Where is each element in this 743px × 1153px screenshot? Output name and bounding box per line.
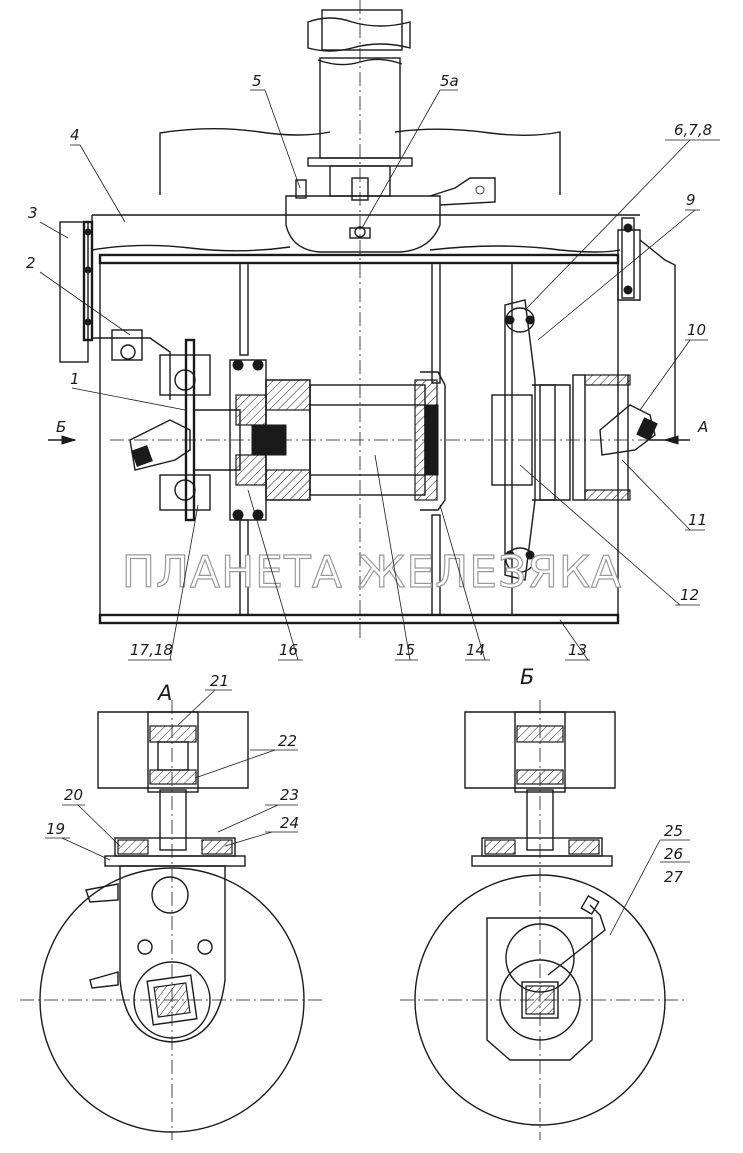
- upper-frame: [159, 128, 561, 195]
- callout-5a: 5а: [440, 72, 459, 90]
- callout-13: 13: [568, 641, 587, 659]
- callout-17-18: 17,18: [130, 641, 173, 659]
- callout-11: 11: [688, 511, 707, 529]
- callout-1: 1: [70, 370, 80, 388]
- coupling-16: [229, 359, 311, 521]
- callout-2: 2: [26, 254, 36, 272]
- callout-15: 15: [396, 641, 415, 659]
- callout-27: 27: [664, 868, 684, 886]
- callout-25: 25: [664, 822, 683, 840]
- top-section-view: А Б: [48, 0, 708, 640]
- view-a: А 21 22 23 24 20 19: [20, 672, 325, 1140]
- hub-5: [285, 177, 496, 253]
- callout-9: 9: [686, 191, 696, 209]
- callout-19: 19: [46, 820, 65, 838]
- arrow-b-label: Б: [56, 418, 66, 436]
- drive-motor-1: [110, 329, 660, 522]
- arrow-a-label: А: [697, 418, 708, 436]
- watermark: ПЛАНЕТА ЖЕЛЕЗЯКА: [122, 547, 622, 598]
- bracket-3: [59, 220, 171, 400]
- callout-6-7-8: 6,7,8: [674, 121, 712, 139]
- callout-12: 12: [680, 586, 699, 604]
- callout-20: 20: [64, 786, 83, 804]
- callout-4: 4: [70, 126, 80, 144]
- view-arrows: А Б: [48, 418, 708, 445]
- callout-5: 5: [252, 72, 262, 90]
- callout-24: 24: [280, 814, 299, 832]
- top-callouts: 5 5а 4 3 2 1 6,7,8 9 10 11 12 13 14 15 1…: [26, 72, 720, 661]
- callout-21: 21: [210, 672, 229, 690]
- wheel-12: [491, 299, 631, 581]
- view-a-title: А: [156, 681, 172, 705]
- callout-14: 14: [466, 641, 485, 659]
- callout-26: 26: [664, 845, 683, 863]
- callout-23: 23: [280, 786, 299, 804]
- callout-16: 16: [279, 641, 298, 659]
- callout-3: 3: [28, 204, 38, 222]
- motor-10: [599, 217, 676, 456]
- column-shaft: [307, 0, 413, 640]
- view-b-title: Б: [520, 665, 534, 689]
- view-b: Б 25 26 27: [400, 665, 690, 1140]
- callout-10: 10: [687, 321, 706, 339]
- callout-22: 22: [278, 732, 297, 750]
- drum-15: [309, 371, 446, 511]
